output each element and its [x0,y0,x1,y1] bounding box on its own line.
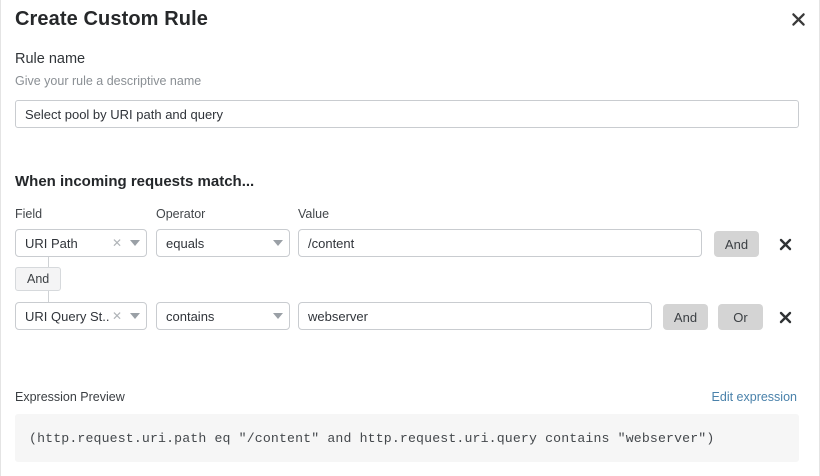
or-button-row-2[interactable]: Or [718,304,763,330]
connector-line-top [48,257,49,269]
edit-expression-link[interactable]: Edit expression [711,390,797,404]
field-select-row-2[interactable]: URI Query St... ✕ [15,302,147,330]
delete-row-button-row-2[interactable] [775,307,795,327]
chevron-down-icon[interactable] [267,240,289,246]
match-section-title: When incoming requests match... [15,173,255,190]
expression-preview-label: Expression Preview [15,390,125,404]
chevron-down-icon[interactable] [124,240,146,246]
close-small-icon[interactable]: ✕ [111,236,123,250]
operator-select-row-2[interactable]: contains [156,302,290,330]
rule-name-input[interactable] [15,100,799,128]
rule-name-help-text: Give your rule a descriptive name [15,74,202,88]
close-icon [779,311,791,323]
value-input-row-2[interactable] [298,302,652,330]
close-small-icon[interactable]: ✕ [111,309,123,323]
chevron-down-icon[interactable] [267,313,289,319]
operator-select-value-row-2: contains [166,308,215,324]
and-button-row-1[interactable]: And [714,231,759,257]
connector-line-bottom [48,290,49,303]
field-select-row-1[interactable]: URI Path ✕ [15,229,147,257]
value-input-row-1[interactable] [298,229,702,257]
column-header-field: Field [15,207,43,221]
and-button-row-2[interactable]: And [663,304,708,330]
and-connector-button[interactable]: And [15,267,62,291]
delete-row-button-row-1[interactable] [775,234,795,254]
expression-preview-code: (http.request.uri.path eq "/content" and… [15,414,799,462]
close-icon [791,12,805,26]
operator-select-row-1[interactable]: equals [156,229,290,257]
rule-name-label: Rule name [15,51,86,67]
column-header-operator: Operator [156,207,206,221]
page-title: Create Custom Rule [15,8,208,30]
close-button[interactable] [785,6,811,32]
column-header-value: Value [298,207,330,221]
field-select-value-row-2: URI Query St... [25,308,110,324]
close-icon [779,238,791,250]
chevron-down-icon[interactable] [124,313,146,319]
field-select-value-row-1: URI Path [25,235,78,251]
operator-select-value-row-1: equals [166,235,205,251]
